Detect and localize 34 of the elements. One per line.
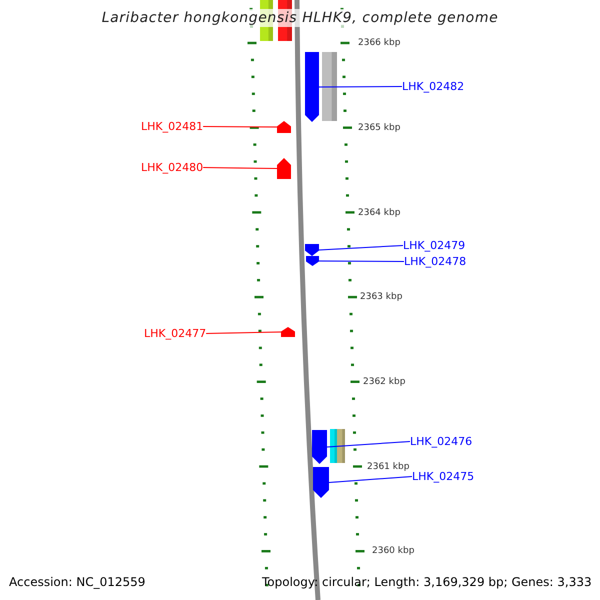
gene-label: LHK_02481 bbox=[141, 120, 204, 133]
gene-block bbox=[305, 244, 319, 256]
leader-line bbox=[318, 245, 404, 250]
gene-block bbox=[313, 467, 329, 498]
leader-line bbox=[326, 441, 410, 448]
leader-line bbox=[206, 332, 282, 334]
scale-label: 2361 kbp bbox=[367, 462, 410, 473]
gene-label: LHK_02478 bbox=[404, 255, 466, 268]
gene-label: LHK_02477 bbox=[144, 327, 206, 340]
gene-block bbox=[305, 52, 319, 122]
leader-line bbox=[328, 476, 412, 483]
leader-line bbox=[202, 167, 278, 169]
gene-block bbox=[312, 430, 327, 464]
scale-label: 2363 kbp bbox=[360, 292, 402, 303]
gene-label: LHK_02476 bbox=[410, 435, 472, 448]
scale-label: 2362 kbp bbox=[363, 377, 406, 388]
gene-block bbox=[281, 327, 295, 337]
gene-label: LHK_02479 bbox=[403, 239, 466, 252]
scale-label: 2360 kbp bbox=[372, 546, 414, 557]
leader-line bbox=[318, 86, 402, 88]
gene-label: LHK_02482 bbox=[402, 80, 464, 93]
footer-text: Accession: NC_012559 bbox=[9, 575, 146, 589]
footer-text: Topology: circular; Length: 3,169,329 bp; Genes: 3,333 bbox=[262, 575, 592, 589]
gene-block bbox=[306, 256, 319, 266]
leader-line bbox=[318, 260, 404, 262]
gene-label: LHK_02480 bbox=[141, 161, 204, 174]
scale-label: 2365 kbp bbox=[358, 123, 400, 134]
scale-label: 2364 kbp bbox=[358, 208, 400, 219]
gene-block bbox=[277, 121, 291, 133]
scale-label: 2366 kbp bbox=[358, 38, 400, 49]
gene-block bbox=[277, 158, 291, 179]
diagram-title: Laribacter hongkongensis HLHK9, complete genome bbox=[100, 9, 500, 27]
leader-line bbox=[202, 126, 278, 128]
gene-label: LHK_02475 bbox=[412, 470, 474, 483]
